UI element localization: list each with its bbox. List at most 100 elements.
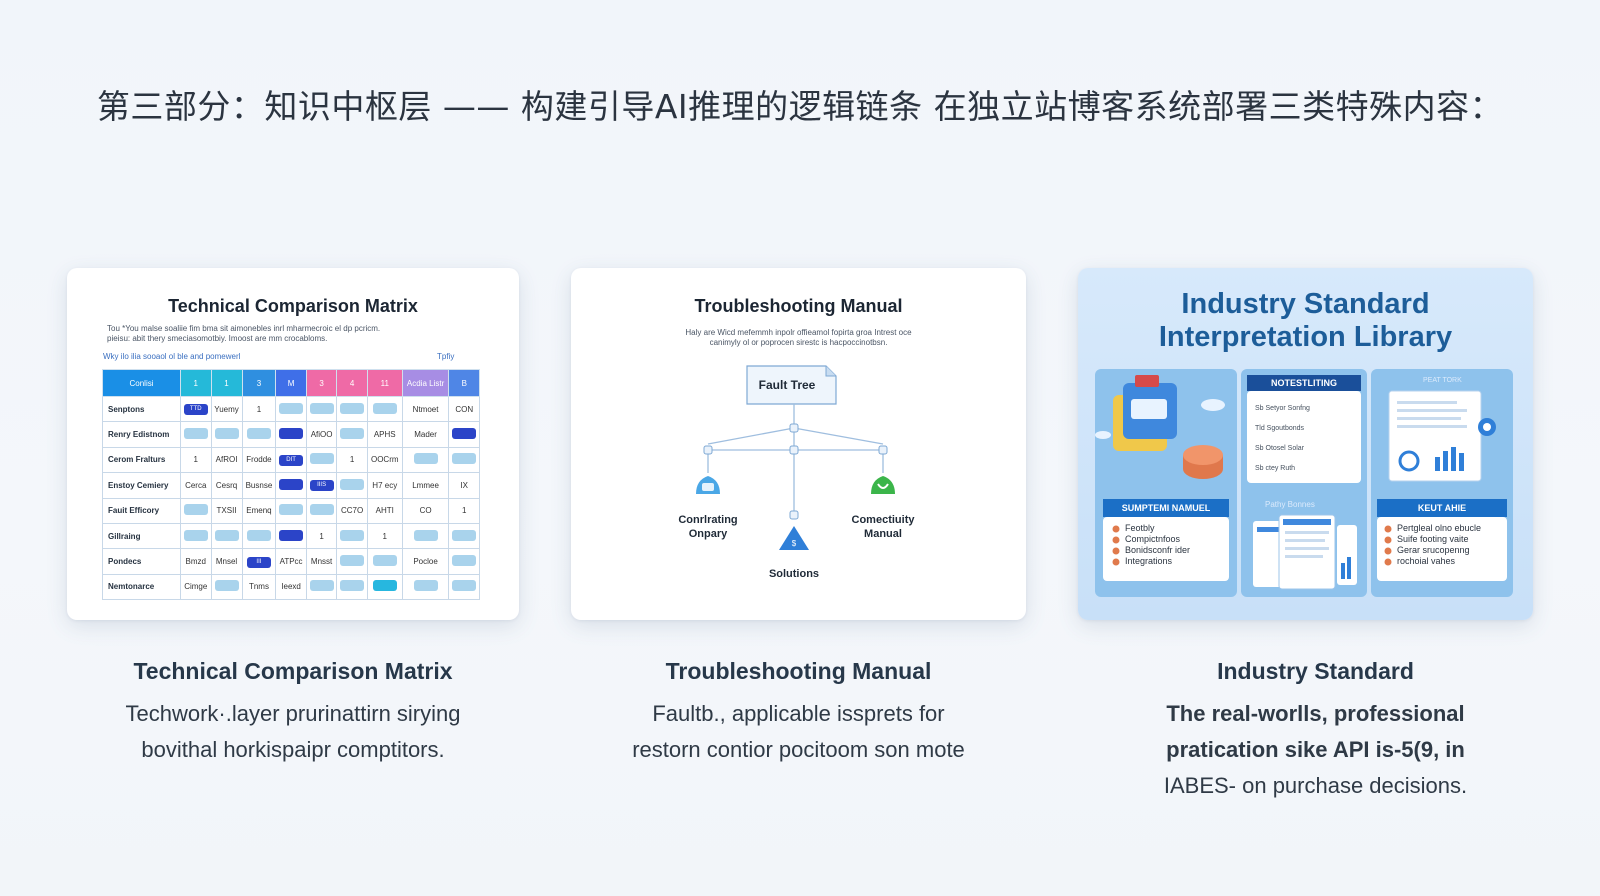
card-title-line: Interpretation Library [1158,321,1453,353]
table-cell [336,573,368,601]
table-cell [401,522,450,550]
table-cell: CC7O [336,497,368,524]
caption-desc-matrix: Techwork·.layer prurinattirn sirying bov… [47,696,539,768]
card-title: Troubleshooting Manual [694,296,903,316]
status-pill [340,402,365,414]
table-cell: 1 [241,395,277,423]
status-pill [309,402,334,414]
table-cell [305,446,338,474]
comparison-matrix-card[interactable]: Technical Comparison Matrix Tou *You mal… [67,268,519,620]
matrix-header-cell: 3 [305,369,338,397]
status-pill [214,428,239,440]
key-analysis-list: Pertgleal olno ebucle Suife footing vait… [1383,523,1481,567]
status-pill [309,504,334,516]
page-fold-icon [825,366,836,377]
status-pill [340,478,365,490]
card-intro-line: canimyly ol or poprocen sirestc is hacpo… [709,338,888,347]
caption-desc-troubleshooting: Faultb., applicable isspr​ets for restor… [551,696,1046,768]
card-title: Technical Comparison Matrix [168,296,418,316]
table-cell: APHS [366,421,403,448]
notes-panel: NOTESTLITING Sb Setyor Sonfng Tld Sgoutb… [1241,369,1367,597]
table-cell: 1 [336,446,368,474]
manual-sheet [1103,517,1229,581]
caption-title-matrix: Technical Comparison Matrix [133,658,453,684]
notes-line: Sb ctey Ruth [1255,465,1296,472]
status-pill [279,478,304,490]
status-pill [452,453,477,465]
status-pill: TTD [183,404,208,416]
troubleshooting-card[interactable]: Troubleshooting Manual Haly are Wicd mef… [571,268,1026,620]
table-cell: Ieexd [275,573,307,601]
matrix-header-cell: M [275,369,307,397]
table-cell: Mader [401,421,450,448]
table-cell: Bmzd [180,548,212,575]
status-pill [340,428,365,440]
caption-line: Faultb., applicable isspr​ets for [652,701,945,726]
table-cell: 1 [180,446,212,474]
table-cell: AfROI [210,446,243,474]
status-pill [183,504,208,516]
status-pill [214,529,239,541]
row-label: Enstoy Cemiery [102,472,181,499]
table-cell [336,395,368,423]
card-intro-line: pieisu: abit thery smeciasomotbiy. Imoos… [107,334,328,343]
connectivity-icon [871,476,895,494]
key-analysis-panel: PEAT TORK KEUT AHIE Pertgleal olno ebucl… [1371,369,1513,597]
faint-label: PEAT TORK [1423,377,1462,384]
table-cell: Frodde [241,446,277,474]
status-pill [413,580,438,592]
table-cell: Emenq [241,497,277,524]
notes-line: Tld Sgoutbonds [1255,425,1305,432]
table-cell [241,421,277,448]
notes-line: Sb Otosel Solar [1255,445,1305,452]
right-node-label: Manual [864,528,902,540]
table-cell [275,472,307,499]
table-cell [448,421,480,448]
manual-panel: SUMPTEMI NAMUEL Feotbly Compictnfoos Bon… [1095,369,1237,597]
row-label: Pondecs [102,548,181,575]
solutions-icon: $ [779,526,809,550]
status-pill [372,580,397,592]
table-cell: H7 ecy [366,472,403,499]
contracting-icon [696,476,720,494]
matrix-header-cell: 1 [180,369,212,397]
table-cell [448,573,480,601]
caption-line: Techwork·.layer prurinattirn sirying [125,701,461,726]
status-pill [452,529,477,541]
status-pill [279,428,304,440]
status-pill [309,580,334,592]
notes-line: Sb Setyor Sonfng [1255,405,1310,412]
table-cell: Cesrq [210,472,243,499]
status-pill [452,428,477,440]
status-pill [279,529,304,541]
caption-line: pratication sike API is-5(9, in [1166,737,1465,762]
table-cell: Cimge [180,573,212,601]
fault-tree-root: Fault Tree [758,378,816,392]
table-cell: 1 [305,522,338,550]
bottom-node-label: Solutions [768,568,820,580]
left-node-label: Onpary [688,528,728,540]
table-cell [448,446,480,474]
table-cell [336,421,368,448]
table-cell [401,446,450,474]
table-cell: DIT [275,446,307,474]
matrix-note: Tpfiy [437,352,455,361]
table-cell [180,421,212,448]
manual-band: SUMPTEMI NAMUEL [1103,499,1229,517]
report-illustration-icon [1388,390,1496,482]
status-pill [309,453,334,465]
table-cell [448,548,480,575]
table-cell [336,522,368,550]
status-pill [279,504,304,516]
row-label: Gillraing [102,522,181,550]
status-pill [413,453,438,465]
caption-line: restorn contior pocitoom son mote [632,737,965,762]
industry-standard-card[interactable]: Industry Standard Interpretation Library… [1078,268,1533,620]
table-cell [180,497,212,524]
table-cell: AfiOO [305,421,338,448]
